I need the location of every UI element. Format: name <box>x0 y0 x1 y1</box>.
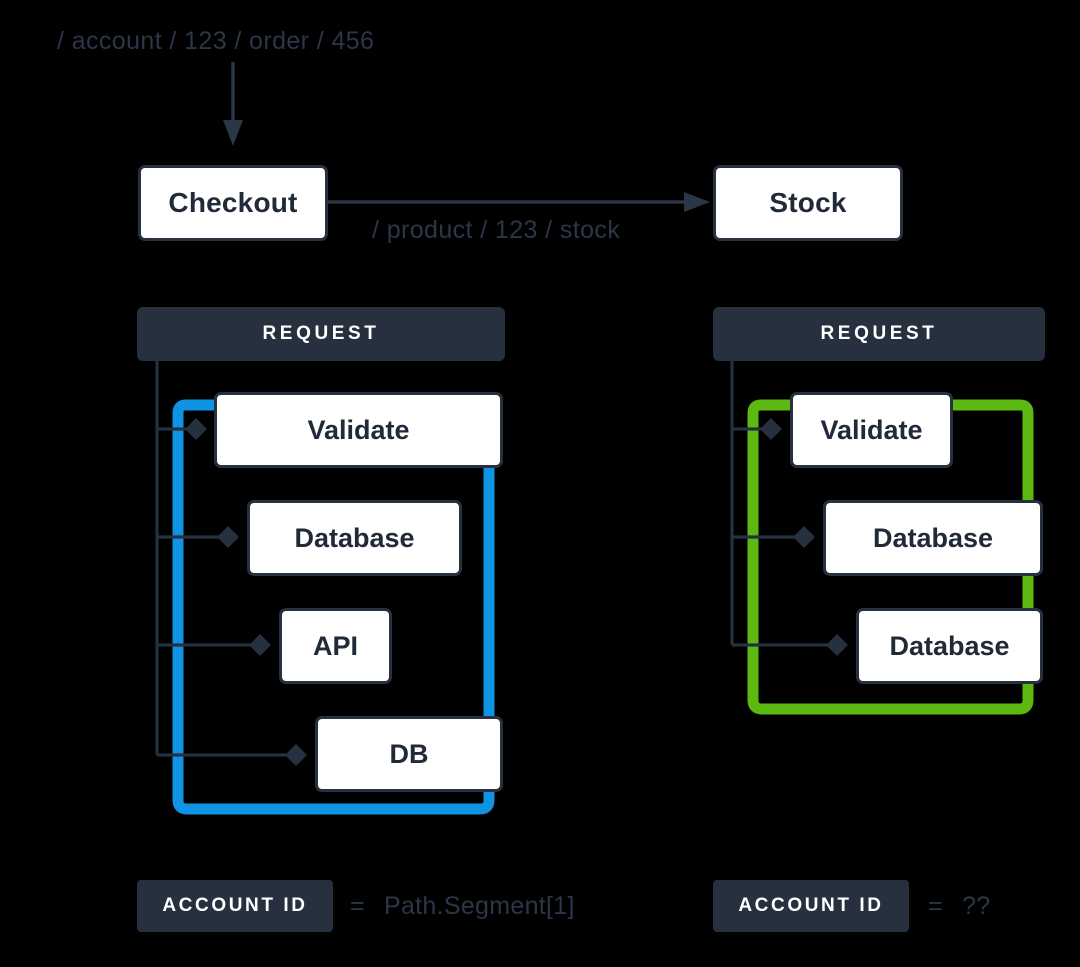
edge-path-label: / product / 123 / stock <box>372 216 621 244</box>
service-box-stock[interactable]: Stock <box>713 165 903 241</box>
account-id-value-left: Path.Segment[1] <box>384 892 575 920</box>
incoming-path-label: / account / 123 / order / 456 <box>57 27 375 55</box>
trace-tree-right-markers <box>760 418 848 656</box>
arrow-right-icon <box>328 192 710 212</box>
span-box-left-1-label: Database <box>294 522 415 553</box>
account-id-value-right: ?? <box>962 892 991 920</box>
arrow-down-icon <box>223 62 243 146</box>
span-box-left-2-label: API <box>312 630 358 661</box>
account-id-badge-left-label: ACCOUNT ID <box>162 895 308 916</box>
span-box-left-0-label: Validate <box>307 414 410 445</box>
account-id-equals-right: = <box>928 892 943 920</box>
trace-highlight-blue <box>172 399 495 815</box>
account-id-equals-left: = <box>350 892 365 920</box>
request-panel-left[interactable]: REQUEST <box>137 307 505 361</box>
span-box-left-2[interactable]: API <box>279 608 392 684</box>
span-box-right-0-label: Validate <box>820 414 923 445</box>
trace-highlight-green <box>747 399 1034 715</box>
span-box-left-1[interactable]: Database <box>247 500 462 576</box>
trace-tree-left-markers <box>185 418 307 766</box>
service-box-checkout[interactable]: Checkout <box>138 165 328 241</box>
request-panel-right-label: REQUEST <box>820 323 938 344</box>
span-box-right-0[interactable]: Validate <box>790 392 953 468</box>
service-box-checkout-label: Checkout <box>168 187 298 218</box>
request-panel-right[interactable]: REQUEST <box>713 307 1045 361</box>
span-box-right-2-label: Database <box>889 630 1010 661</box>
account-id-badge-left[interactable]: ACCOUNT ID <box>137 880 333 932</box>
span-box-left-0[interactable]: Validate <box>214 392 503 468</box>
trace-tree-right <box>730 360 837 647</box>
account-id-badge-right[interactable]: ACCOUNT ID <box>713 880 909 932</box>
span-box-left-3[interactable]: DB <box>315 716 503 792</box>
account-id-badge-right-label: ACCOUNT ID <box>738 895 884 916</box>
span-box-right-1-label: Database <box>872 522 994 553</box>
request-panel-left-label: REQUEST <box>262 323 380 344</box>
service-box-stock-label: Stock <box>769 187 847 218</box>
span-box-right-1[interactable]: Database <box>823 500 1043 576</box>
trace-tree-left <box>155 360 296 757</box>
span-box-left-3-label: DB <box>389 738 429 769</box>
span-box-right-2[interactable]: Database <box>856 608 1043 684</box>
